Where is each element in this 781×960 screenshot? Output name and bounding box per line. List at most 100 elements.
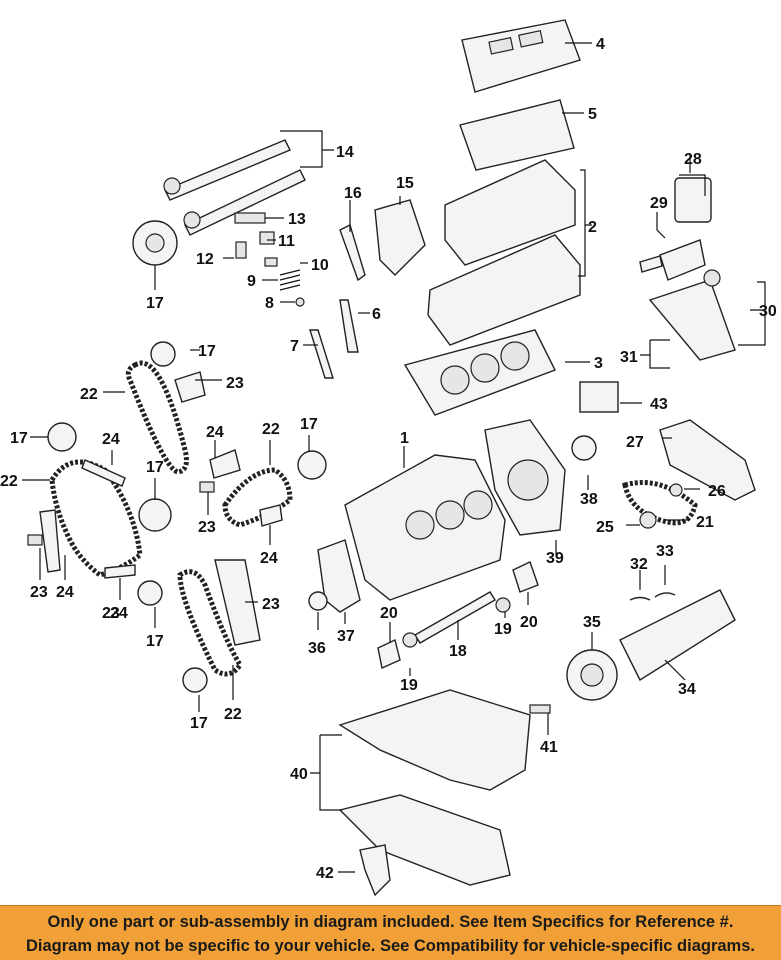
exploded-engine-diagram: 1 2 3 4 5 6 7 8 9 10 11 12 13 14 15 16 1… [0,19,777,897]
callout-label: 20 [380,605,398,622]
callout-label: 41 [540,739,558,756]
callout-label: 34 [678,681,696,698]
sprocket-part [182,667,208,693]
callout-label: 24 [110,605,128,622]
callout-label: 3 [594,355,603,372]
chain-guide-part [214,559,261,646]
balance-shaft-part [414,591,496,644]
callout-label: 17 [190,715,208,732]
callout-label: 32 [630,556,648,573]
bearing-part [377,639,401,669]
callout-label: 7 [290,338,299,355]
callout-label: 28 [684,151,702,168]
piston-part [639,177,712,281]
front-cover-part [317,539,361,613]
callout-label: 16 [344,185,362,202]
callout-label: 43 [650,396,668,413]
callout-label: 38 [580,491,598,508]
callout-label: 24 [56,584,74,601]
callout-label: 17 [10,430,28,447]
callout-label: 22 [224,706,242,723]
sprocket-part [137,580,163,606]
callout-label: 23 [102,605,120,622]
callout-label: 15 [396,175,414,192]
callout-label: 17 [146,295,164,312]
oil-pump-pickup-part [359,844,391,897]
callout-label: 39 [546,550,564,567]
callout-label: 17 [300,416,318,433]
timing-housing-part [659,419,756,501]
callout-label: 17 [146,633,164,650]
sprocket-part [47,422,77,452]
callout-label: 31 [620,349,638,366]
sprocket-part [138,498,172,532]
keeper-part [259,231,275,245]
main-bearing-part [654,592,676,598]
chain-guide-part [339,224,366,282]
oil-pan-part [338,689,531,886]
bearing-part [512,561,539,593]
balance-chain-part [622,480,698,526]
callout-label: 36 [308,640,326,657]
callout-label: 27 [626,434,644,451]
crankshaft-part [619,589,736,682]
disclaimer-line-1: Only one part or sub-assembly in diagram… [47,913,734,931]
callout-label: 2 [588,219,597,236]
cylinder-head-lower-part [427,234,581,346]
callout-label: 23 [30,584,48,601]
callout-label: 23 [226,375,244,392]
engine-block-part [344,454,506,601]
callout-label: 22 [0,473,18,490]
sprocket-part [297,450,327,480]
chain-guide-part [259,504,283,527]
disclaimer-line-2: Diagram may not be specific to your vehi… [26,937,755,955]
callout-label: 19 [494,621,512,638]
callout-label: 8 [265,295,274,312]
oil-cooler-part [579,381,619,413]
callout-label: 11 [278,233,295,250]
tensioner-part [209,449,241,479]
tensioner-part [199,481,215,493]
callout-label: 23 [198,519,216,536]
main-bearing-part [629,596,651,601]
callout-label: 33 [656,543,674,560]
callout-label: 6 [372,306,381,323]
valve-cover-gasket-part [459,99,575,171]
callout-label: 21 [696,514,714,531]
callout-label: 24 [102,431,120,448]
head-gasket-part [403,329,556,416]
valve-cover-part [461,19,581,93]
sprocket-part [150,341,176,367]
timing-chain-part [222,467,293,528]
callout-label: 37 [337,628,355,645]
tensioner-part [27,534,43,546]
lifter-part [235,241,247,259]
rocker-part [234,212,266,224]
sensor-part [529,704,551,714]
callout-label: 40 [290,766,308,783]
callout-label: 22 [262,421,280,438]
rear-seal-part [571,435,597,461]
callout-label: 42 [316,865,334,882]
callout-label: 9 [247,273,256,290]
disclaimer-banner: Only one part or sub-assembly in diagram… [0,905,781,960]
timing-cover-part [374,199,426,276]
callout-label: 24 [260,550,278,567]
callout-label: 29 [650,195,668,212]
callout-label: 1 [400,430,409,447]
callout-label: 19 [400,677,418,694]
callout-labels: 1 2 3 4 5 6 7 8 9 10 11 12 13 14 15 16 1… [0,36,777,882]
cylinder-head-upper-part [444,159,576,266]
camshaft-part [163,139,306,236]
callout-label: 35 [583,614,601,631]
callout-label: 25 [596,519,614,536]
callout-label: 4 [596,36,605,53]
connecting-rod-part [648,279,736,361]
callout-label: 17 [198,343,216,360]
callout-label: 12 [196,251,214,268]
callout-label: 20 [520,614,538,631]
callout-label: 23 [262,596,280,613]
callout-label: 10 [311,257,329,274]
callout-label: 17 [146,459,164,476]
callout-label: 5 [588,106,597,123]
